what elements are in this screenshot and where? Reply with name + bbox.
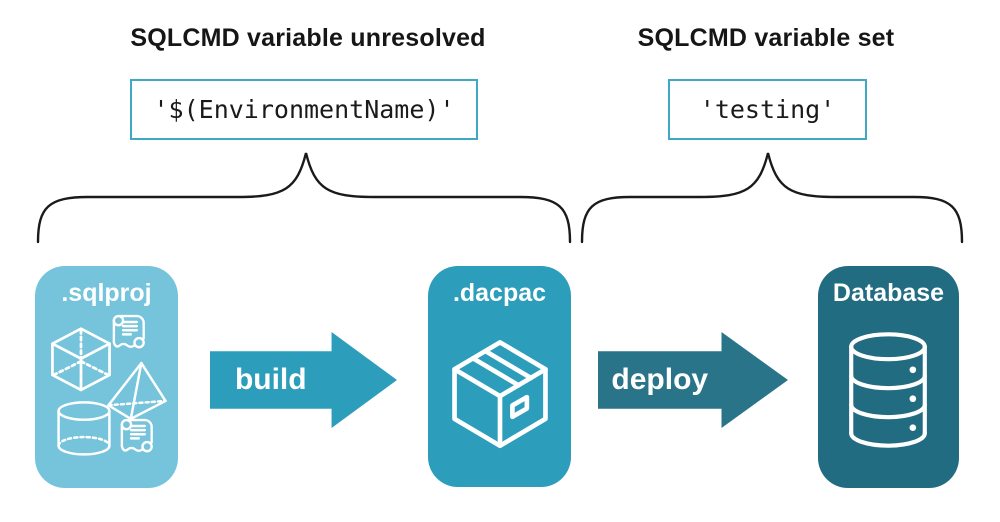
deploy-arrow-label-wrap: deploy: [598, 332, 722, 428]
sqlproj-label: .sqlproj: [61, 279, 152, 307]
build-arrow-label-wrap: build: [210, 332, 332, 428]
dacpac-label: .dacpac: [452, 279, 547, 307]
cylinder-icon: [57, 401, 111, 456]
cube-icon: [51, 327, 111, 392]
right-brace: [580, 152, 964, 244]
heading-unresolved: SQLCMD variable unresolved: [130, 24, 486, 52]
build-arrow: build: [210, 332, 397, 428]
database-icon: [849, 332, 927, 448]
code-box-testing-value: 'testing': [668, 79, 867, 140]
heading-set: SQLCMD variable set: [637, 24, 895, 52]
database-label: Database: [832, 279, 945, 307]
package-icon: [452, 340, 548, 449]
curly-braces: [36, 152, 964, 244]
deploy-arrow: deploy: [598, 332, 788, 428]
scroll-icon: [112, 314, 145, 349]
build-arrow-label: build: [234, 363, 307, 396]
scroll-icon: [120, 418, 153, 453]
dacpac-node: .dacpac: [428, 266, 571, 487]
sqlproj-node: .sqlproj: [35, 266, 178, 488]
code-box-environment-variable: '$(EnvironmentName)': [130, 79, 478, 140]
deploy-arrow-label: deploy: [611, 363, 709, 396]
left-brace: [36, 152, 572, 244]
database-node: Database: [818, 266, 959, 488]
